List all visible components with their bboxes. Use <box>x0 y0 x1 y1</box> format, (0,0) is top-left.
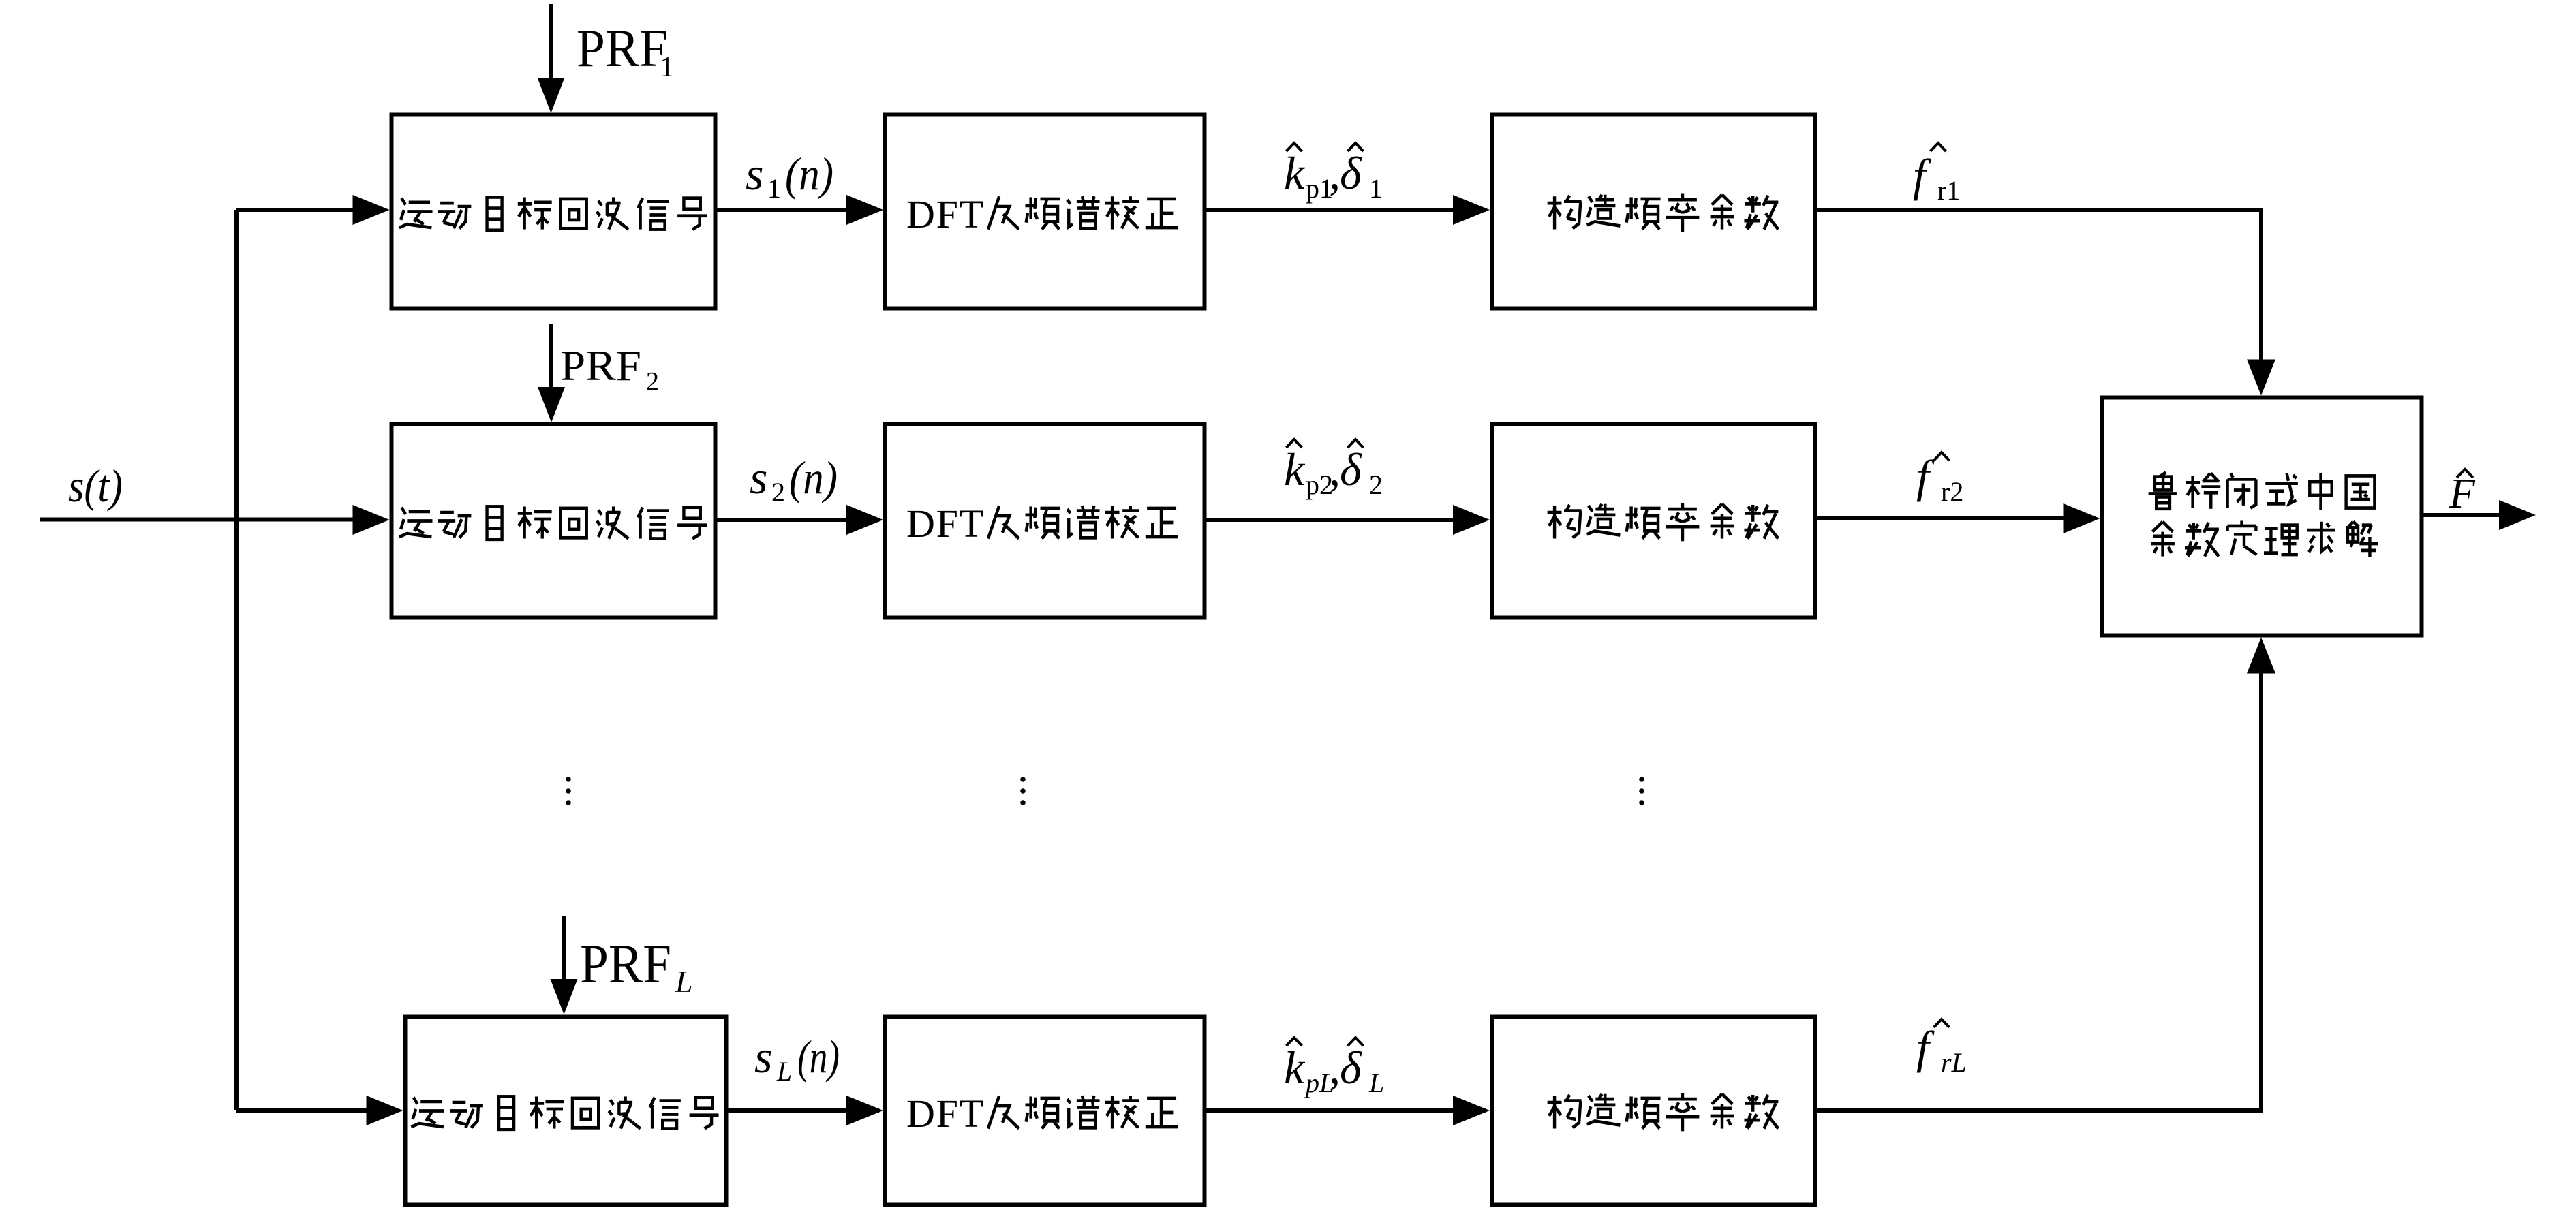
svg-text:,: , <box>1329 444 1340 495</box>
svg-text:DFT: DFT <box>906 192 983 236</box>
svg-text:(n): (n) <box>785 148 833 200</box>
svg-text:δ: δ <box>1340 1042 1362 1093</box>
svg-text:1: 1 <box>1369 173 1383 204</box>
svg-text:DFT: DFT <box>906 1091 983 1136</box>
svg-text:F: F <box>2449 471 2476 517</box>
svg-text:DFT: DFT <box>906 501 983 546</box>
svg-text:rL: rL <box>1941 1047 1967 1078</box>
svg-text:PRF: PRF <box>580 933 671 995</box>
svg-text:(n): (n) <box>797 1031 840 1083</box>
svg-text:2: 2 <box>646 367 659 396</box>
svg-text:pL: pL <box>1304 1068 1334 1098</box>
svg-text:1: 1 <box>660 52 674 83</box>
svg-text:r1: r1 <box>1937 175 1960 206</box>
svg-text:,: , <box>1329 147 1340 199</box>
svg-text:1: 1 <box>767 173 781 204</box>
svg-text:(n): (n) <box>789 452 838 503</box>
svg-text:k: k <box>1284 1042 1306 1093</box>
svg-text:k: k <box>1284 444 1306 495</box>
svg-text:L: L <box>1368 1068 1384 1098</box>
svg-text:2: 2 <box>1369 469 1383 500</box>
svg-text:s: s <box>754 1031 772 1083</box>
svg-text:p1: p1 <box>1306 173 1333 204</box>
svg-text:L: L <box>776 1056 792 1087</box>
svg-text:δ: δ <box>1340 147 1362 199</box>
svg-text:L: L <box>675 964 693 999</box>
svg-text:k: k <box>1284 147 1306 199</box>
svg-text:PRF: PRF <box>577 18 668 78</box>
svg-text:p2: p2 <box>1306 469 1333 500</box>
svg-text:2: 2 <box>771 477 785 508</box>
svg-text:r2: r2 <box>1941 476 1963 507</box>
svg-text:s(t): s(t) <box>68 460 123 512</box>
svg-text:PRF: PRF <box>560 341 641 390</box>
svg-text:δ: δ <box>1340 444 1362 495</box>
svg-text:s: s <box>750 452 767 503</box>
svg-text:,: , <box>1329 1042 1340 1093</box>
svg-text:s: s <box>746 148 763 200</box>
